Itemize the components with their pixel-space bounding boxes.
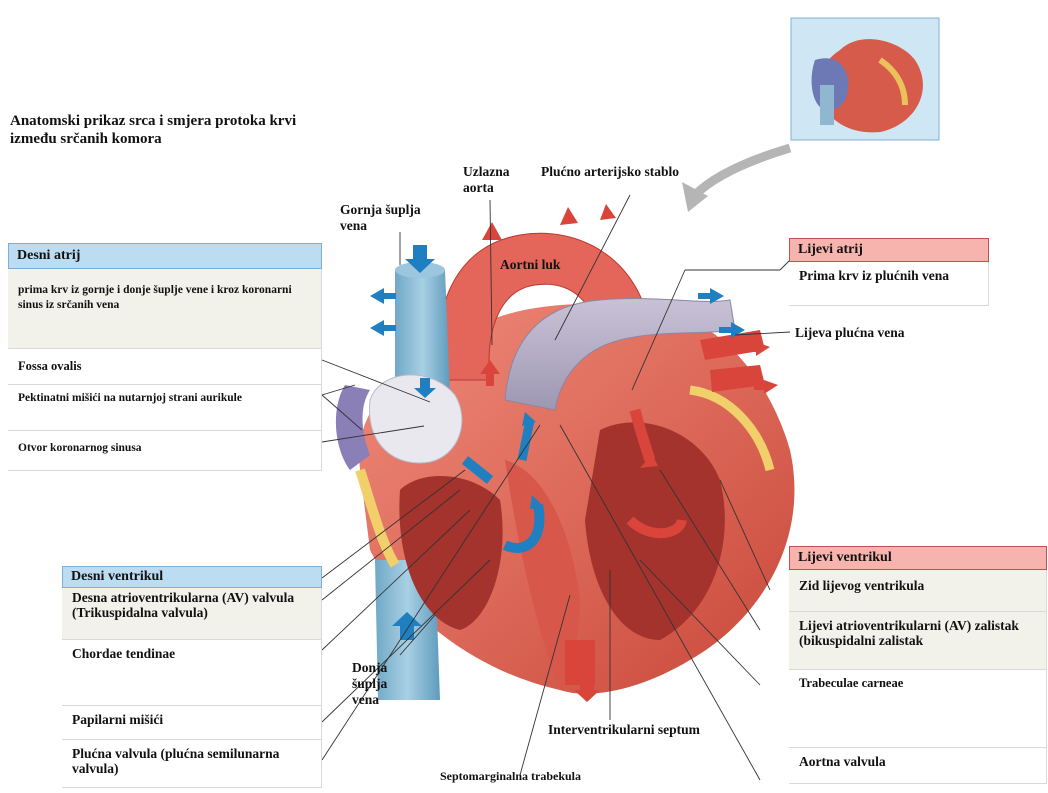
label-donja-suplja-vena: Donja šuplja vena <box>352 660 412 708</box>
desni-ventrikul-item: Papilarni mišići <box>62 706 322 740</box>
label-uzlazna-aorta: Uzlazna aorta <box>463 164 523 196</box>
desni-ventrikul-item: Chordae tendinae <box>62 640 322 706</box>
desni-atrij-item: Otvor koronarnog sinusa <box>8 431 322 471</box>
desni-atrij-item: Fossa ovalis <box>8 349 322 385</box>
label-gornja-suplja-vena: Gornja šuplja vena <box>340 202 440 234</box>
thumbnail-heart <box>791 18 939 140</box>
lijevi-ventrikul-header: Lijevi ventrikul <box>789 546 1047 570</box>
lijevi-ventrikul-item: Trabeculae carneae <box>789 670 1047 748</box>
desni-ventrikul-item: Desna atrioventrikularna (AV) valvula (T… <box>62 588 322 640</box>
desni-atrij-item: Pektinatni mišići na nutarnjoj strani au… <box>8 385 322 431</box>
desni-ventrikul-box: Desni ventrikul Desna atrioventrikularna… <box>62 566 322 788</box>
label-plucno-stablo: Plućno arterijsko stablo <box>541 164 701 180</box>
desni-ventrikul-header: Desni ventrikul <box>62 566 322 588</box>
lijevi-ventrikul-item: Aortna valvula <box>789 748 1047 784</box>
label-septomarginalna-trabekula: Septomarginalna trabekula <box>440 768 581 784</box>
lijevi-ventrikul-item: Zid lijevog ventrikula <box>789 570 1047 612</box>
desni-atrij-header: Desni atrij <box>8 243 322 269</box>
label-interventrikularni-septum: Interventrikularni septum <box>548 722 718 738</box>
desni-ventrikul-item: Plućna valvula (plućna semilunarna valvu… <box>62 740 322 788</box>
lijevi-ventrikul-item: Lijevi atrioventrikularni (AV) zalistak … <box>789 612 1047 670</box>
lijevi-atrij-box: Lijevi atrij Prima krv iz plućnih vena <box>789 238 989 306</box>
desni-atrij-box: Desni atrij prima krv iz gornje i donje … <box>8 243 322 471</box>
lijevi-atrij-header: Lijevi atrij <box>789 238 989 262</box>
lijevi-ventrikul-box: Lijevi ventrikul Zid lijevog ventrikula … <box>789 546 1047 784</box>
lijevi-atrij-description: Prima krv iz plućnih vena <box>789 262 989 306</box>
desni-atrij-description: prima krv iz gornje i donje šuplje vene … <box>8 269 322 349</box>
label-aortni-luk: Aortni luk <box>500 257 560 273</box>
pointer-arrow <box>695 148 790 195</box>
label-lijeva-plucna-vena: Lijeva plućna vena <box>795 325 905 341</box>
